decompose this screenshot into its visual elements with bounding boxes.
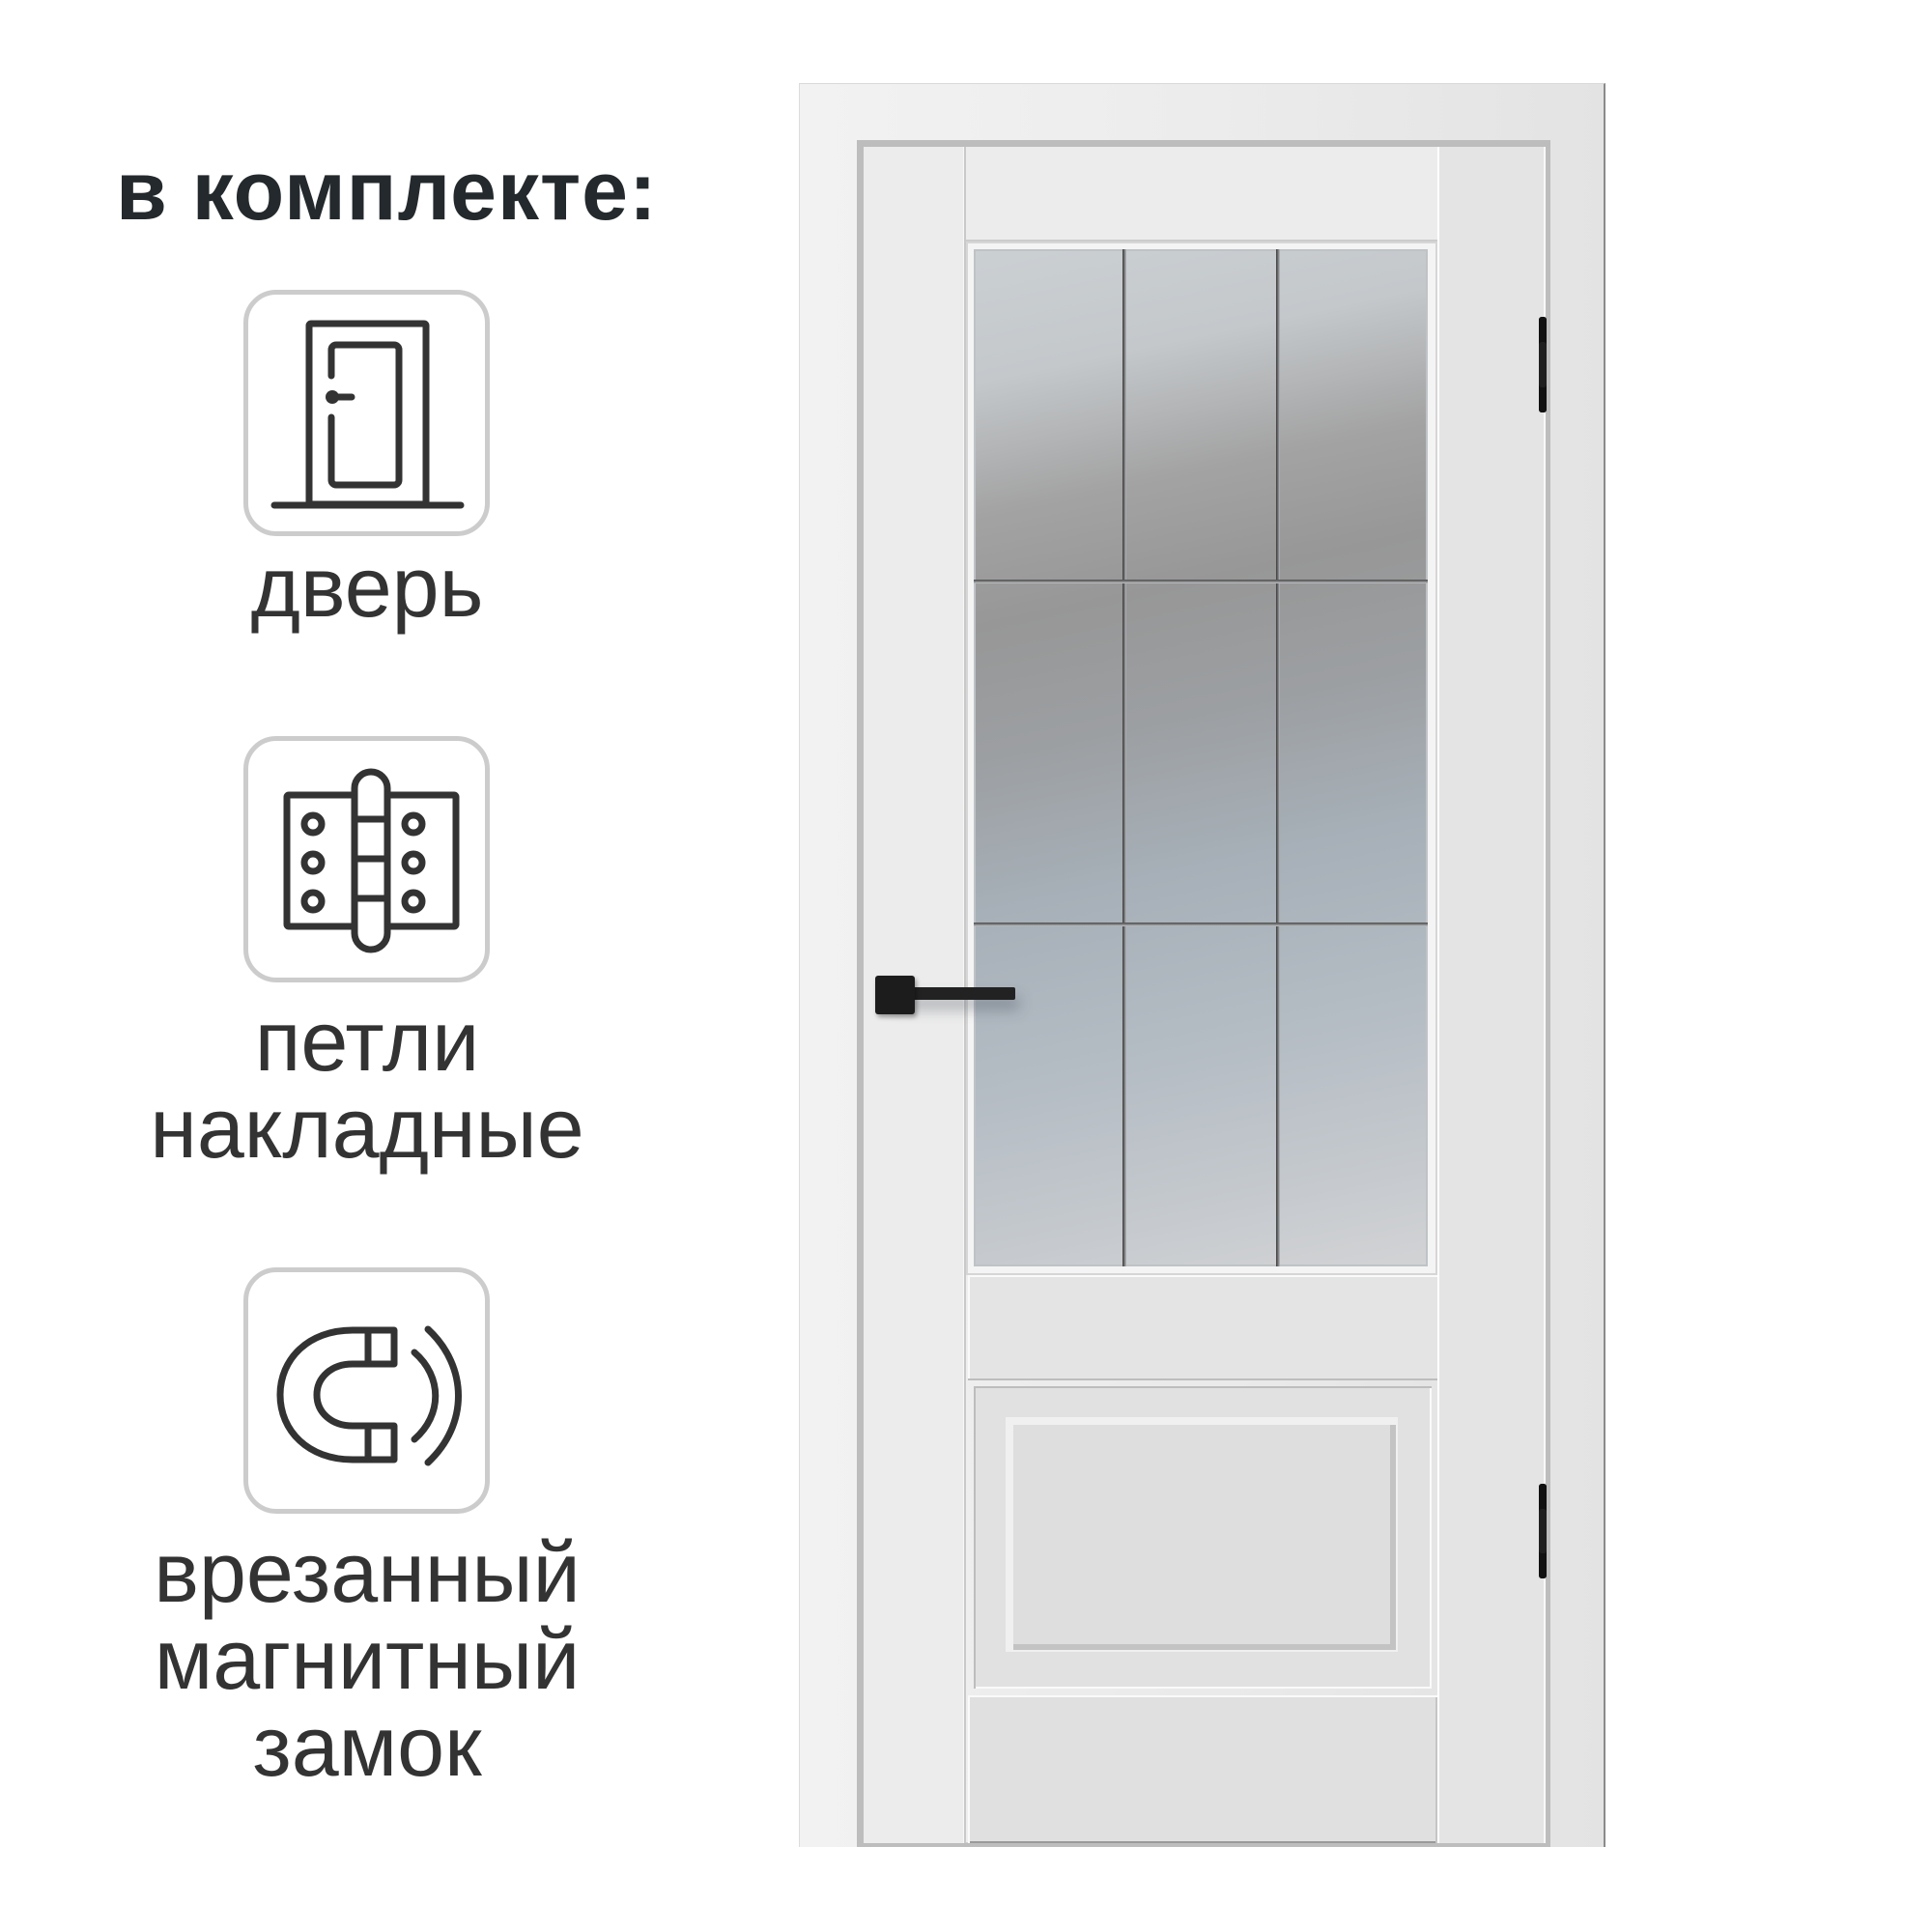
door-label: дверь	[0, 544, 734, 631]
door-bottom-rail	[968, 1695, 1437, 1843]
hinge-icon	[283, 768, 460, 953]
door-label-line-1: дверь	[250, 539, 484, 635]
hinge-label: петли накладные	[0, 998, 734, 1172]
lock-label-line-2: магнитный	[154, 1611, 581, 1707]
door-handle-lever	[885, 987, 1015, 1000]
section-title: в комплекте:	[116, 145, 658, 238]
glass-muntin-horizontal-1	[974, 580, 1428, 583]
door-icon	[270, 320, 465, 509]
magnet-icon	[276, 1325, 462, 1466]
glass-muntin-vertical-2	[1276, 249, 1280, 1266]
lock-label-line-1: врезанный	[154, 1524, 581, 1620]
glass-muntin-horizontal-2	[974, 923, 1428, 926]
magnet-icon-box	[243, 1267, 490, 1514]
door-right-stile	[1437, 147, 1546, 1843]
lock-label: врезанный магнитный замок	[0, 1529, 734, 1790]
door-top-rail	[966, 147, 1437, 242]
door-raised-panel	[1006, 1417, 1398, 1652]
hinge-bottom	[1539, 1484, 1547, 1578]
hinge-label-line-1: петли	[254, 993, 480, 1089]
hinge-top	[1539, 317, 1547, 412]
door-handle-rose	[875, 976, 915, 1014]
hinge-icon-box	[243, 736, 490, 982]
glass-muntin-vertical-1	[1122, 249, 1126, 1266]
glass-panel	[974, 249, 1428, 1266]
door-middle-rail	[968, 1275, 1437, 1380]
door-icon-box	[243, 290, 490, 536]
lock-label-line-3: замок	[252, 1698, 482, 1794]
hinge-label-line-2: накладные	[150, 1080, 584, 1176]
